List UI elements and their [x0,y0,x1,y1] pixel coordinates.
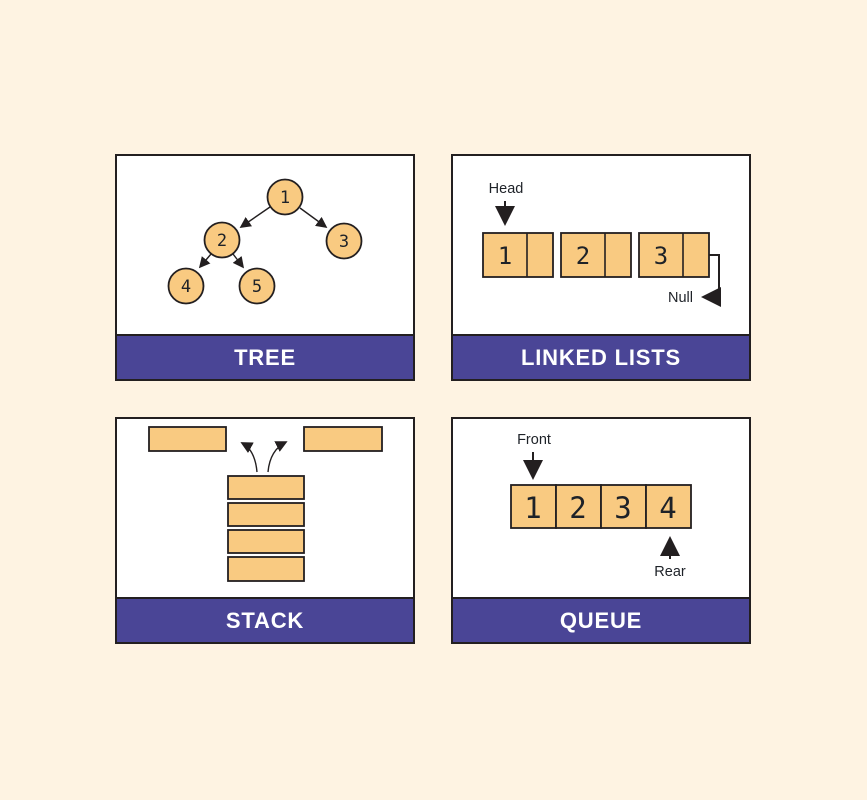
node-box [560,232,632,278]
panel-stack: STACK [115,417,415,644]
tree-edge-2-4 [198,253,212,269]
cell-box [555,484,602,529]
tree-node-value: 4 [181,277,191,297]
tree-node-circle [167,267,205,305]
null-label: Null [668,290,693,306]
cell-value: 2 [569,491,586,525]
stack-item-2 [227,502,305,527]
linked-lists-title-bar: LINKED LISTS [453,334,749,379]
queue-diagram: Front 1 2 3 [453,419,749,597]
cell-box [645,484,692,529]
cell-value: 3 [614,491,631,525]
queue-cell-4: 4 [645,484,692,529]
tree-node-3: 3 [325,222,363,260]
tree-node-1: 1 [266,178,304,216]
tree-svg: 1 2 3 4 5 [167,178,363,305]
stack-title: STACK [225,607,305,633]
tree-node-2: 2 [203,221,241,259]
cell-box [600,484,647,529]
tree-node-circle [203,221,241,259]
linked-list-node-2: 2 [560,232,632,278]
tree-node-value: 2 [217,231,227,251]
linked-list-node-3: 3 [638,232,710,278]
pop-arrow-left [240,442,258,473]
tree-node-value: 3 [339,232,349,252]
tree-edge-1-3 [299,207,328,228]
linked-lists-title: LINKED LISTS [521,344,681,370]
panel-queue: Front 1 2 3 [451,417,751,644]
queue-cell-1: 1 [510,484,557,529]
pop-arrow-right [267,441,288,473]
tree-title: TREE [234,344,296,370]
head-label: Head [489,181,524,197]
tree-node-value: 5 [252,277,262,297]
tree-title-bar: TREE [117,334,413,379]
linked-list-node-1: 1 [482,232,554,278]
rear-label: Rear [654,564,686,580]
node-box [482,232,554,278]
stack-item-3 [227,529,305,554]
panel-linked-lists: Head 1 2 3 Null [451,154,751,381]
cell-box [510,484,557,529]
null-arrow [701,254,721,307]
tree-node-5: 5 [238,267,276,305]
cell-value: 4 [659,491,676,525]
queue-cells: 1 2 3 4 [510,484,692,529]
stack-item-4 [227,556,305,582]
tree-node-circle [238,267,276,305]
popped-item-right [303,426,383,452]
queue-cell-3: 3 [600,484,647,529]
queue-title-bar: QUEUE [453,597,749,642]
tree-edges [198,206,328,269]
stack-items [227,475,305,582]
tree-node-circle [325,222,363,260]
queue-svg: Front 1 2 3 [510,432,692,580]
popped-item-left [148,426,227,452]
tree-node-circle [266,178,304,216]
front-label: Front [517,432,551,448]
tree-edge-1-2 [239,206,271,228]
panel-tree: 1 2 3 4 5 TR [115,154,415,381]
queue-cell-2: 2 [555,484,602,529]
node-box [638,232,710,278]
queue-title: QUEUE [559,607,643,633]
node-value: 3 [654,242,668,270]
linked-lists-svg: Head 1 2 3 Null [482,181,721,307]
tree-node-4: 4 [167,267,205,305]
stack-item-1 [227,475,305,500]
cell-value: 1 [524,491,541,525]
stack-title-bar: STACK [117,597,413,642]
tree-node-value: 1 [280,188,290,208]
linked-lists-diagram: Head 1 2 3 Null [453,156,749,334]
stack-diagram [117,419,413,597]
stack-svg [148,426,383,582]
tree-diagram: 1 2 3 4 5 [117,156,413,334]
node-value: 1 [498,242,512,270]
tree-edge-2-5 [232,253,245,269]
node-value: 2 [576,242,590,270]
